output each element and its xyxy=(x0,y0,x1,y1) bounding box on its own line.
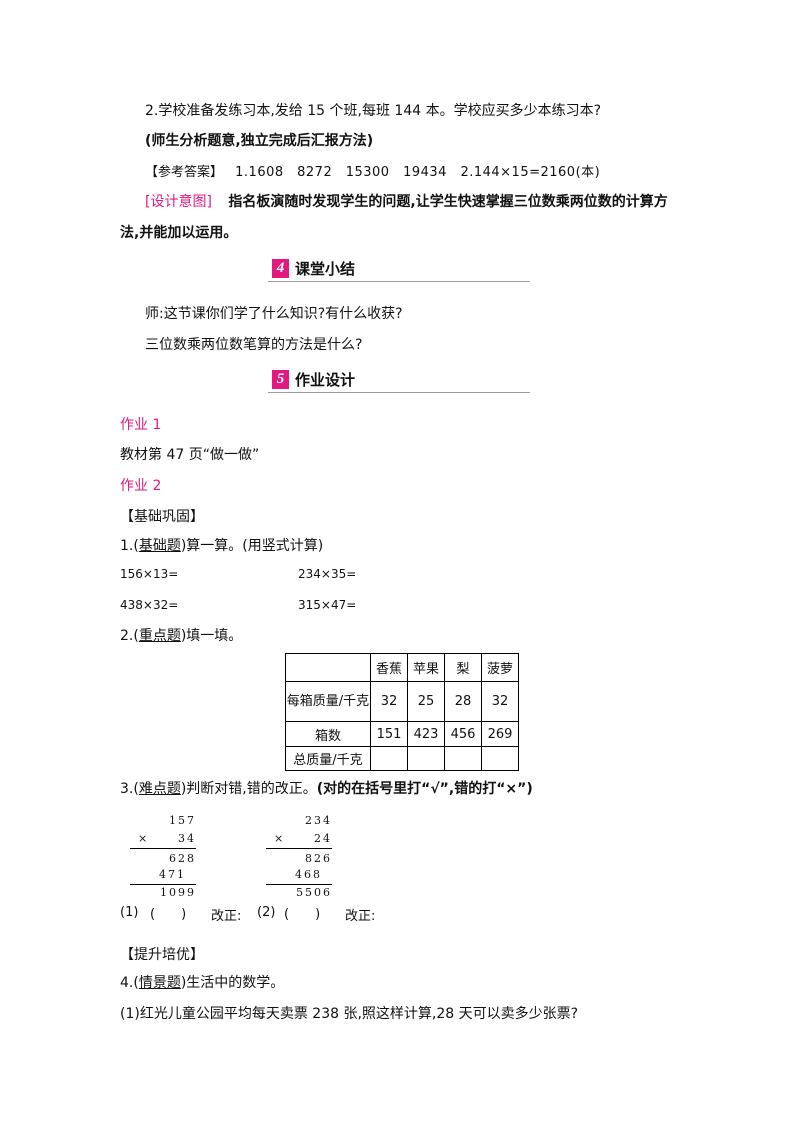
table-row-label: 每箱质量/千克 xyxy=(285,681,371,722)
calc-divider-line xyxy=(130,884,196,885)
calc-partial-product-1: 628 xyxy=(169,852,196,865)
design-intent-text1: 指名板演随时发现学生的问题,让学生快速掌握三位数乘两位数的计算方 xyxy=(228,194,668,210)
expression-3: 438×32= xyxy=(120,598,179,612)
judge-2-correction-label: 改正: xyxy=(345,909,376,924)
table-cell: 423 xyxy=(407,721,445,747)
homework-1-label: 作业 1 xyxy=(120,417,162,433)
table-header-row: 香蕉 苹果 梨 菠萝 xyxy=(285,653,519,682)
judge-1-answer-paren[interactable]: ( ) xyxy=(150,907,187,922)
calc-multiplier: 34 xyxy=(178,832,196,845)
question-3: 3.(难点题)判断对错,错的改正。(对的在括号里打“√”,错的打“×”) xyxy=(120,781,533,797)
table-cell xyxy=(481,746,519,771)
question-tag: 难点题 xyxy=(138,781,181,797)
judge-1-number: (1) xyxy=(120,905,139,920)
table-cell xyxy=(444,746,482,771)
calc-partial-product-2: 468 xyxy=(295,868,322,881)
judge-1-correction-label: 改正: xyxy=(211,909,242,924)
calc-multiplicand: 234 xyxy=(305,814,332,827)
advance-heading: 【提升培优】 xyxy=(120,947,204,963)
multiply-sign: × xyxy=(138,832,150,845)
expression-4: 315×47= xyxy=(298,598,357,612)
table-cell xyxy=(370,746,408,771)
table-cell: 269 xyxy=(481,721,519,747)
question-2: 2.(重点题)填一填。 xyxy=(120,628,243,644)
question-tag: 重点题 xyxy=(138,628,181,644)
answer-line: 【参考答案】 1.1608 8272 15300 19434 2.144×15=… xyxy=(145,161,600,180)
question-tag: 情景题 xyxy=(138,975,181,991)
judge-2-number: (2) xyxy=(257,905,276,920)
calc-divider-line xyxy=(266,848,332,849)
table-cell: 32 xyxy=(481,681,519,722)
calc-multiplier: 24 xyxy=(314,832,332,845)
table-cell xyxy=(407,746,445,771)
expression-1: 156×13= xyxy=(120,567,179,581)
calc-partial-product-1: 826 xyxy=(305,852,332,865)
design-intent-label: [设计意图] xyxy=(145,194,212,210)
calc-total: 5506 xyxy=(296,886,332,899)
vertical-calc-1: 157 × 34 628 471 1099 xyxy=(130,812,196,902)
problem-2-text: 2.学校准备发练习本,发给 15 个班,每班 144 本。学校应买多少本练习本? xyxy=(145,103,602,119)
section-number-badge: 4 xyxy=(272,259,289,278)
design-intent-line2: 法,并能加以运用。 xyxy=(120,225,238,241)
calc-multiplicand: 157 xyxy=(169,814,196,827)
question-4-sub-1: (1)红光儿童公园平均每天卖票 238 张,照这样计算,28 天可以卖多少张票? xyxy=(120,1006,579,1022)
table-row-label: 总质量/千克 xyxy=(285,746,371,771)
section-title: 课堂小结 xyxy=(295,260,356,278)
table-row: 每箱质量/千克 32 25 28 32 xyxy=(285,681,519,722)
judge-2-answer-paren[interactable]: ( ) xyxy=(284,907,321,922)
table-header-cell: 香蕉 xyxy=(370,653,408,682)
summary-question-1: 师:这节课你们学了什么知识?有什么收获? xyxy=(145,306,403,322)
table-cell: 25 xyxy=(407,681,445,722)
calc-partial-product-2: 471 xyxy=(159,868,186,881)
question-1: 1.(基础题)算一算。(用竖式计算) xyxy=(120,538,324,554)
vertical-calc-2: 234 × 24 826 468 5506 xyxy=(266,812,332,902)
table-row: 总质量/千克 xyxy=(285,746,519,771)
method-note: (师生分析题意,独立完成后汇报方法) xyxy=(145,133,374,149)
answer-values: 1.1608 8272 15300 19434 2.144×15=2160(本) xyxy=(235,165,601,180)
table-header-cell: 苹果 xyxy=(407,653,445,682)
section-number-badge: 5 xyxy=(272,370,289,389)
expression-2: 234×35= xyxy=(298,567,357,581)
table-header-cell: 菠萝 xyxy=(481,653,519,682)
table-row-label: 箱数 xyxy=(285,721,371,747)
homework-1-text: 教材第 47 页“做一做” xyxy=(120,447,260,463)
homework-2-label: 作业 2 xyxy=(120,478,162,494)
calc-divider-line xyxy=(266,884,332,885)
table-header-cell xyxy=(285,653,371,682)
section-header-summary: 4 课堂小结 xyxy=(268,257,530,282)
question-tag: 基础题 xyxy=(138,538,181,554)
table-cell: 28 xyxy=(444,681,482,722)
table-header-cell: 梨 xyxy=(444,653,482,682)
design-intent-line1: [设计意图] 指名板演随时发现学生的问题,让学生快速掌握三位数乘两位数的计算方 xyxy=(145,191,668,211)
section-header-homework: 5 作业设计 xyxy=(268,368,530,393)
calc-total: 1099 xyxy=(160,886,196,899)
fruit-weight-table: 香蕉 苹果 梨 菠萝 每箱质量/千克 32 25 28 32 箱数 151 42… xyxy=(285,653,519,771)
table-row: 箱数 151 423 456 269 xyxy=(285,721,519,747)
basic-heading: 【基础巩固】 xyxy=(120,509,204,525)
calc-divider-line xyxy=(130,848,196,849)
question-4: 4.(情景题)生活中的数学。 xyxy=(120,975,285,991)
summary-question-2: 三位数乘两位数笔算的方法是什么? xyxy=(145,337,363,353)
answer-label: 【参考答案】 xyxy=(145,165,224,180)
calc-multiplier-row: × 24 xyxy=(274,832,332,845)
question-3-instruction: (对的在括号里打“√”,错的打“×”) xyxy=(316,781,533,797)
multiply-sign: × xyxy=(274,832,286,845)
table-cell: 32 xyxy=(370,681,408,722)
section-title: 作业设计 xyxy=(295,371,356,389)
table-cell: 456 xyxy=(444,721,482,747)
calc-multiplier-row: × 34 xyxy=(138,832,196,845)
table-cell: 151 xyxy=(370,721,408,747)
